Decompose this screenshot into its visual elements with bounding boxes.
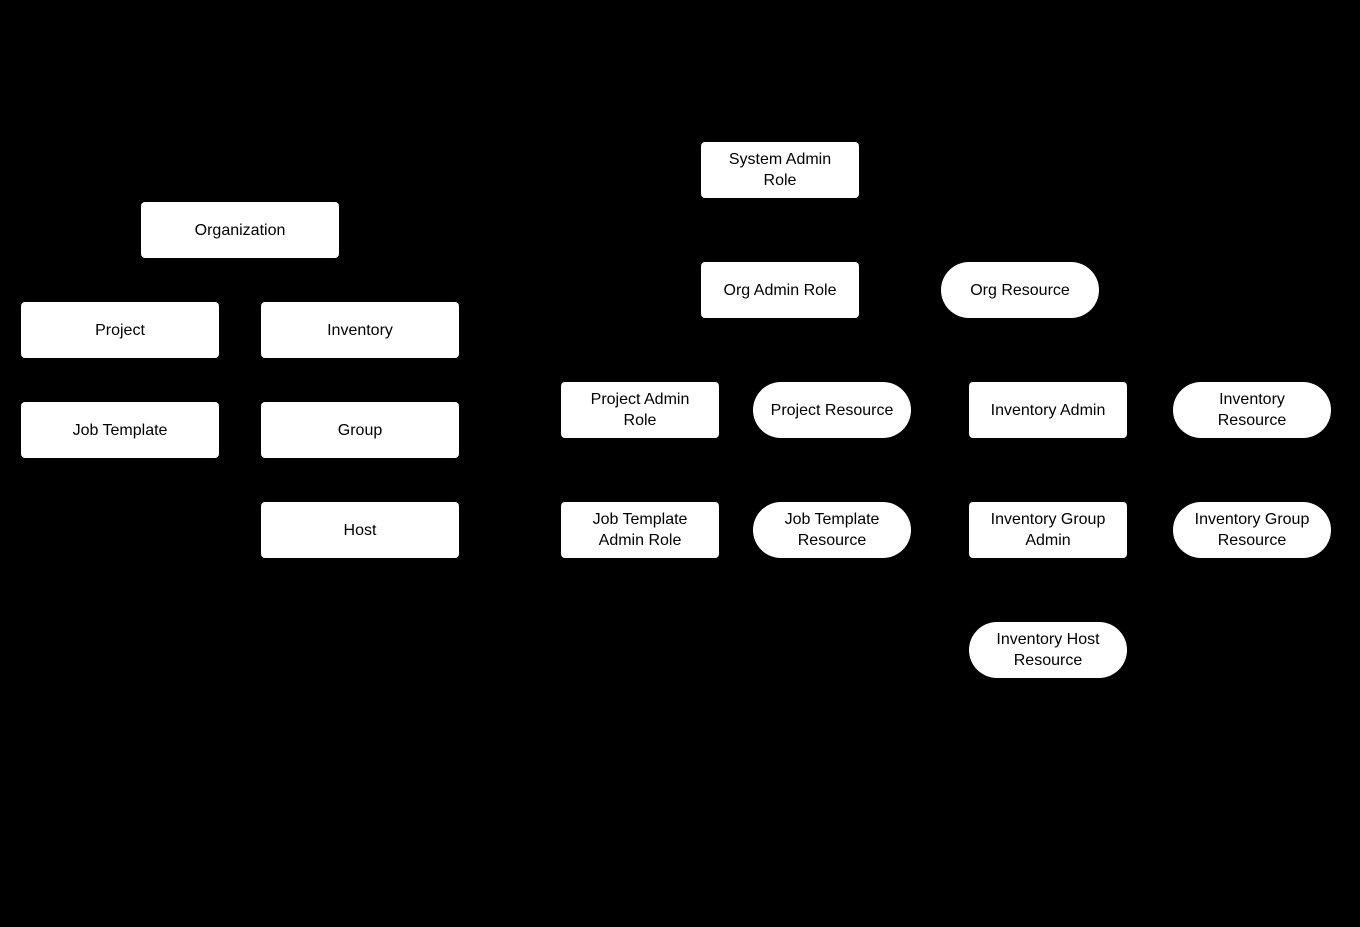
node-label: Inventory Host Resource	[996, 631, 1100, 669]
node-org-resource: Org Resource	[941, 262, 1099, 318]
node-group: Group	[261, 402, 459, 458]
node-label: Inventory Group Admin	[990, 511, 1106, 549]
node-label: Project Resource	[770, 401, 894, 419]
node-inventory-resource: Inventory Resource	[1173, 382, 1331, 438]
node-organization: Organization	[141, 202, 339, 258]
node-inventory-group-admin: Inventory Group Admin	[969, 502, 1127, 558]
node-inventory-host-resource: Inventory Host Resource	[969, 622, 1127, 678]
node-label: Inventory	[327, 321, 393, 339]
node-label: Organization	[194, 221, 286, 239]
node-job-template-admin-role: Job Template Admin Role	[561, 502, 719, 558]
node-inventory: Inventory	[261, 302, 459, 358]
node-label: Project Admin Role	[590, 391, 690, 429]
node-label: Inventory Group Resource	[1194, 511, 1310, 549]
node-label: Org Resource	[970, 281, 1070, 299]
node-label: Job Template Resource	[784, 511, 880, 549]
node-job-template: Job Template	[21, 402, 219, 458]
node-label: Group	[337, 421, 383, 439]
node-label: System Admin Role	[728, 151, 832, 189]
node-label: Project	[95, 321, 145, 339]
node-org-admin-role: Org Admin Role	[701, 262, 859, 318]
node-inventory-admin: Inventory Admin	[969, 382, 1127, 438]
node-label: Inventory Resource	[1217, 391, 1287, 429]
node-project: Project	[21, 302, 219, 358]
node-job-template-resource: Job Template Resource	[753, 502, 911, 558]
node-inventory-group-resource: Inventory Group Resource	[1173, 502, 1331, 558]
node-label: Org Admin Role	[723, 281, 837, 299]
node-project-resource: Project Resource	[753, 382, 911, 438]
node-label: Host	[343, 521, 377, 539]
node-project-admin-role: Project Admin Role	[561, 382, 719, 438]
node-label: Job Template	[72, 421, 168, 439]
node-system-admin-role: System Admin Role	[701, 142, 859, 198]
node-label: Job Template Admin Role	[592, 511, 688, 549]
node-label: Inventory Admin	[990, 401, 1106, 419]
node-host: Host	[261, 502, 459, 558]
